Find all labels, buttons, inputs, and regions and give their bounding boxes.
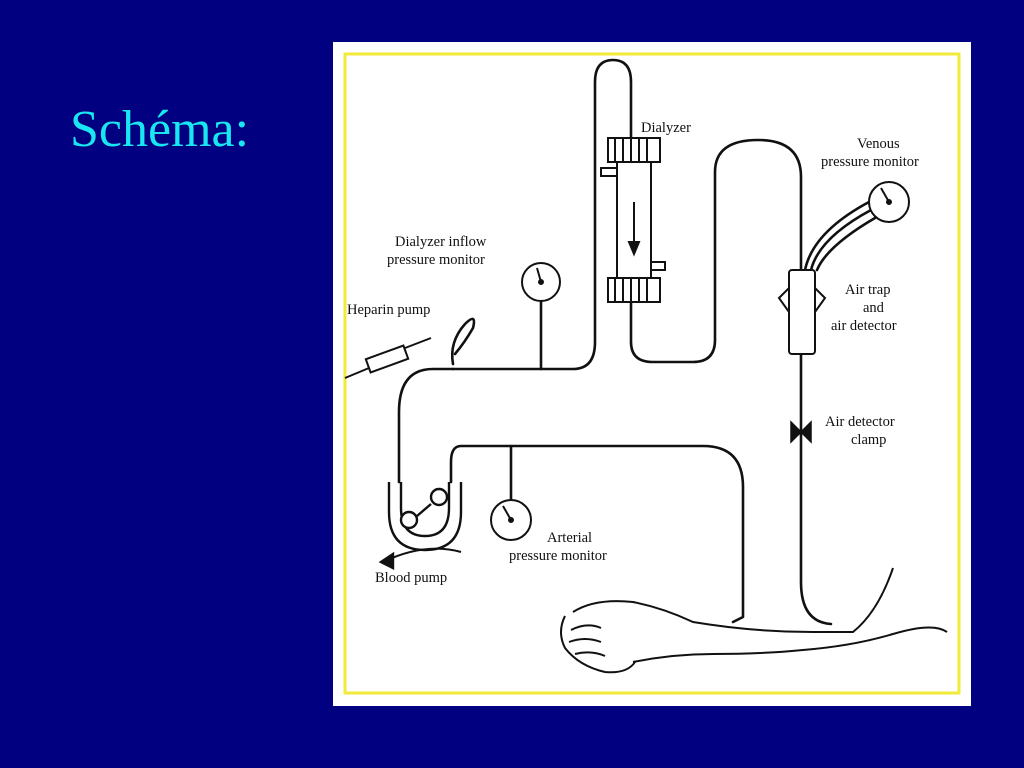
tube-pump-to-heparin <box>397 367 455 484</box>
slide-title: Schéma: <box>70 101 250 158</box>
label-arterial-2: pressure monitor <box>509 548 607 564</box>
diagram-panel: Dialyzer Venous pressure monitor Dialyze… <box>333 42 971 706</box>
blood-pump <box>378 482 463 570</box>
air-trap <box>777 269 827 355</box>
heparin-line <box>450 317 476 366</box>
arterial-line <box>449 444 745 624</box>
label-clamp-1: Air detector <box>825 414 895 430</box>
venous-return-line <box>799 352 833 626</box>
label-blood-pump: Blood pump <box>375 570 447 586</box>
label-venous-1: Venous <box>857 136 900 152</box>
diagram-labels: Dialyzer Venous pressure monitor Dialyze… <box>347 120 919 586</box>
venous-gauge-icon <box>868 181 910 223</box>
label-airtrap-1: Air trap <box>845 282 891 298</box>
patient-arm <box>560 567 948 674</box>
label-inflow-1: Dialyzer inflow <box>395 234 487 250</box>
inflow-gauge-icon <box>521 262 561 302</box>
dialyzer <box>600 137 666 303</box>
label-dialyzer: Dialyzer <box>641 120 691 136</box>
heparin-syringe-icon <box>344 337 432 379</box>
clamp-icon <box>790 420 812 444</box>
hemodialysis-diagram: Dialyzer Venous pressure monitor Dialyze… <box>343 52 961 695</box>
label-clamp-2: clamp <box>851 432 886 448</box>
label-airtrap-2: and <box>863 300 885 316</box>
label-heparin: Heparin pump <box>347 302 430 318</box>
arterial-gauge-icon <box>490 499 532 541</box>
label-venous-2: pressure monitor <box>821 154 919 170</box>
venous-monitor-tube <box>803 200 871 272</box>
diagram-frame <box>343 52 961 695</box>
label-inflow-2: pressure monitor <box>387 252 485 268</box>
label-airtrap-3: air detector <box>831 318 897 334</box>
tube-to-dialyzer <box>451 58 633 371</box>
tube-dialyzer-to-venous <box>629 138 803 364</box>
label-arterial-1: Arterial <box>547 530 592 546</box>
